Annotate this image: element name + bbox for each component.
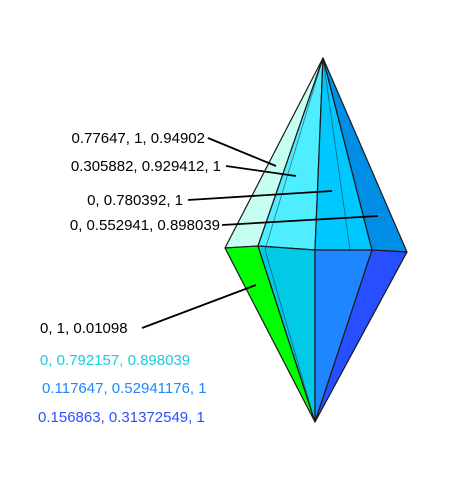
pointer-lines bbox=[141, 137, 379, 329]
label-8: 0.156863, 0.31372549, 1 bbox=[38, 409, 205, 426]
label-6: 0, 0.792157, 0.898039 bbox=[40, 352, 190, 369]
face-lower-right bbox=[314, 249, 408, 423]
label-1: 0.77647, 1, 0.94902 bbox=[72, 130, 205, 147]
pointer-line-2 bbox=[225, 165, 297, 177]
pointer-line-5 bbox=[141, 284, 257, 329]
labels: 0.77647, 1, 0.94902 0.305882, 0.929412, … bbox=[38, 130, 221, 426]
pointer-line-1 bbox=[207, 137, 277, 167]
face-lower-mid-left bbox=[257, 245, 316, 423]
bipyramid-faces bbox=[224, 57, 408, 423]
label-7: 0.117647, 0.52941176, 1 bbox=[42, 380, 207, 397]
pointer-line-3 bbox=[187, 190, 333, 201]
label-4: 0, 0.552941, 0.898039 bbox=[70, 217, 220, 234]
label-2: 0.305882, 0.929412, 1 bbox=[71, 158, 221, 175]
label-3: 0, 0.780392, 1 bbox=[87, 192, 183, 209]
label-5: 0, 1, 0.01098 bbox=[40, 320, 128, 337]
pointer-line-4 bbox=[221, 215, 379, 226]
